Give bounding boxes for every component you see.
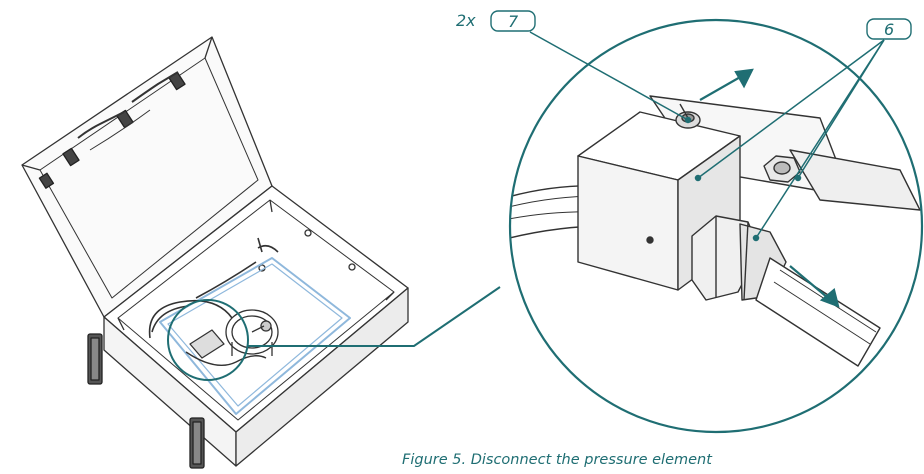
- zoom-source-circle: [167, 299, 249, 381]
- direction-arrows: [699, 68, 840, 308]
- enclosure-lid: [21, 36, 273, 318]
- arrow-down-right-icon: [819, 288, 840, 308]
- leader-lines: [529, 31, 885, 242]
- enclosure-drawing: [21, 36, 409, 469]
- part-7-label: 7: [508, 12, 519, 31]
- bracket-nut: [763, 155, 801, 183]
- tubing: [148, 237, 279, 339]
- detail-view: [510, 95, 921, 367]
- lid-latch-hardware: [38, 71, 186, 189]
- pressure-gauge: [225, 309, 279, 356]
- zoom-connector: [167, 286, 501, 381]
- part-7-label-box: [490, 10, 536, 32]
- internal-mounting-frame: [159, 257, 351, 415]
- detail-circle-border: [508, 18, 924, 434]
- hose-right: [755, 257, 881, 367]
- callout-labels: 2x 7 6: [456, 10, 912, 40]
- hex-nut-coupling: [691, 215, 787, 301]
- quantity-prefix-label: 2x: [456, 11, 476, 30]
- figure-caption: Figure 5. Disconnect the pressure elemen…: [402, 452, 712, 468]
- arrow-up-right-icon: [734, 68, 754, 89]
- side-handles: [87, 333, 205, 469]
- part-6-label: 6: [884, 20, 894, 39]
- part-6-label-box: [866, 18, 912, 40]
